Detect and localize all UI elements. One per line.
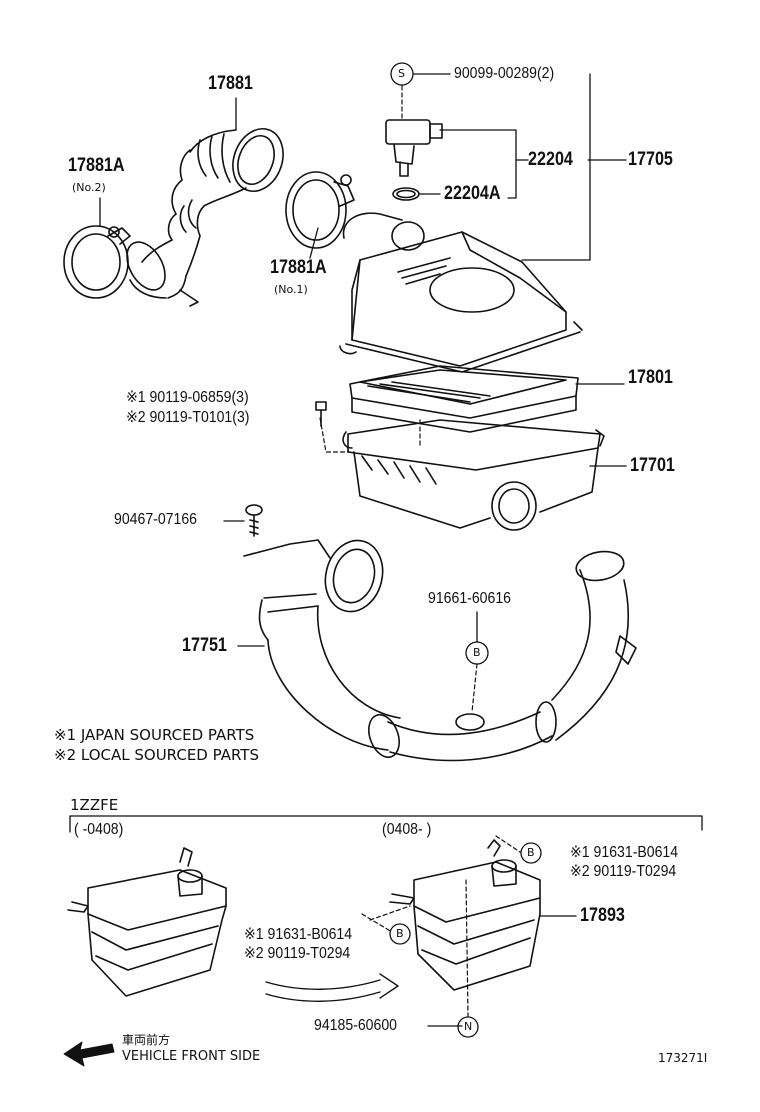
marker-circles — [389, 62, 542, 1038]
resonator-right — [389, 839, 541, 991]
bolt-90119 — [315, 401, 327, 427]
air-cleaner-cap-17705 — [339, 212, 583, 373]
label-90119-T0294-right: ※2 90119-T0294 — [570, 863, 677, 880]
label-17701: 17701 — [630, 455, 675, 476]
label-17751: 17751 — [182, 635, 227, 656]
intake-pipe-17751 — [243, 539, 637, 762]
label-17881A-mid-sub: (No.1) — [274, 283, 308, 296]
clamp-17881A-no1 — [285, 171, 355, 249]
marker-n: N — [464, 1020, 473, 1033]
intake-hose-17881 — [126, 128, 284, 307]
label-17801: 17801 — [628, 367, 673, 388]
label-17881A-left: 17881A — [68, 155, 125, 176]
vehicle-front-en: VEHICLE FRONT SIDE — [122, 1049, 261, 1064]
marker-s: S — [398, 67, 405, 80]
label-91631-left: ※1 91631-B0614 — [244, 926, 353, 943]
label-90119-T0294-left: ※2 90119-T0294 — [244, 945, 351, 962]
marker-b-right: B — [527, 846, 535, 859]
label-94185: 94185-60600 — [314, 1017, 397, 1034]
label-22204A: 22204A — [444, 183, 501, 204]
label-17881A-mid: 17881A — [270, 257, 327, 278]
vehicle-front-jp: 車両前方 — [122, 1033, 171, 1047]
subdiagram-frame — [69, 815, 703, 833]
note-japan-sourced: ※1 JAPAN SOURCED PARTS — [54, 726, 255, 744]
label-91631-right: ※1 91631-B0614 — [570, 844, 679, 861]
vehicle-front-arrow — [63, 1041, 115, 1067]
label-90099: 90099-00289(2) — [454, 65, 555, 82]
marker-b-pipe: B — [473, 646, 481, 659]
label-17881: 17881 — [208, 73, 253, 94]
illustration-code: 173271I — [658, 1051, 708, 1065]
label-90119-jp: ※1 90119-06859(3) — [126, 389, 249, 406]
bolt-90467 — [245, 504, 263, 537]
label-90467: 90467-07166 — [114, 511, 197, 528]
sensor-22204 — [385, 119, 443, 201]
air-cleaner-case-17701 — [342, 419, 605, 531]
label-17705: 17705 — [628, 149, 673, 170]
label-91661: 91661-60616 — [428, 590, 511, 607]
engine-code: 1ZZFE — [70, 796, 119, 814]
label-22204: 22204 — [528, 149, 573, 170]
transition-arrow — [265, 973, 399, 1002]
marker-b-left: B — [396, 927, 404, 940]
note-local-sourced: ※2 LOCAL SOURCED PARTS — [54, 746, 259, 764]
label-90119-local: ※2 90119-T0101(3) — [126, 409, 250, 426]
clamp-17881A-no2 — [63, 225, 131, 299]
range-right: (0408- ) — [382, 821, 432, 838]
label-17893: 17893 — [580, 905, 625, 926]
range-left: ( -0408) — [74, 821, 124, 838]
label-17881A-left-sub: (No.2) — [72, 181, 106, 194]
filter-element-17801 — [349, 365, 579, 433]
resonator-left — [67, 847, 227, 997]
